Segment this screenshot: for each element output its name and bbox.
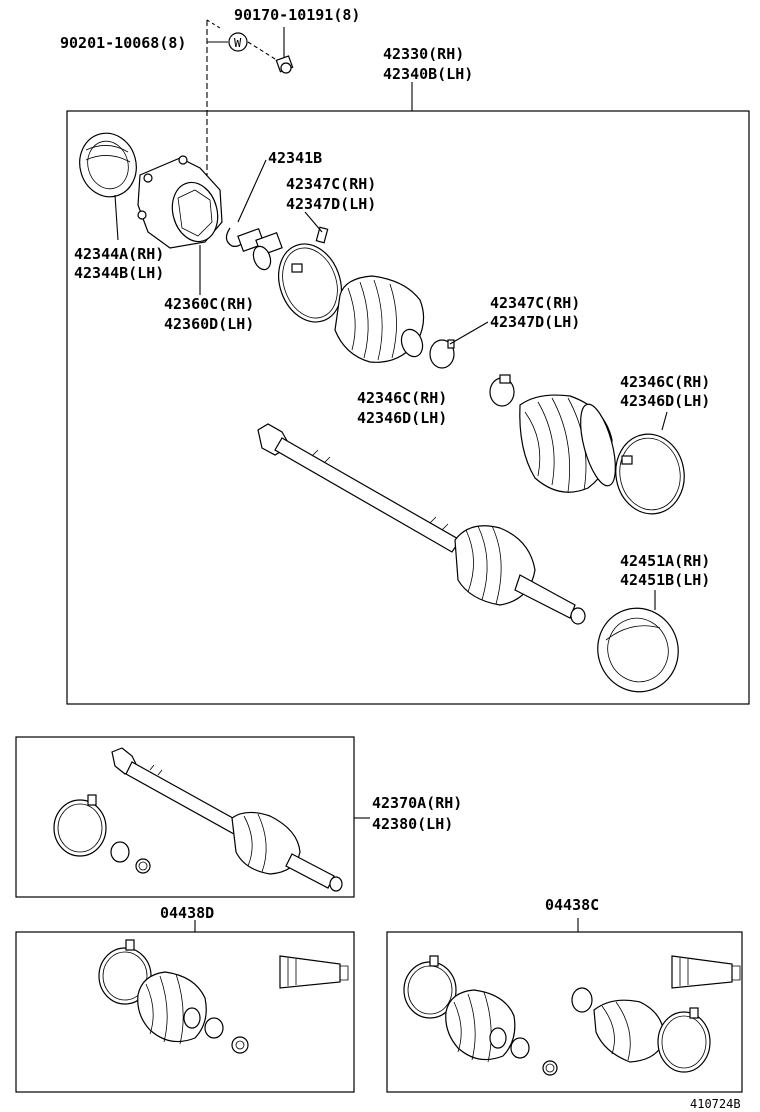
label-shaft-assy-rh: 42330(RH) [383, 45, 464, 63]
complete-assy-part [53, 747, 343, 892]
outer-boot-part [519, 394, 616, 493]
label-housing-rh: 42360C(RH) [164, 295, 254, 313]
outer-dust-cover-part [597, 607, 679, 693]
label-kit-c: 04438C [545, 896, 599, 914]
label-band-inner-rh: 42347C(RH) [286, 175, 376, 193]
label-housing-lh: 42360D(LH) [164, 315, 254, 333]
label-kit-d: 04438D [160, 904, 214, 922]
label-dust-cover-lh: 42344B(LH) [74, 264, 164, 282]
label-band-inner-lh: 42347D(LH) [286, 195, 376, 213]
kit-d-frame [15, 931, 355, 1093]
kit-d-parts [98, 939, 349, 1054]
label-complete-assy-rh: 42370A(RH) [372, 794, 462, 812]
outer-clamp-small-part [489, 374, 515, 407]
label-band-small-lh: 42347D(LH) [490, 313, 580, 331]
kit-c-parts [403, 955, 741, 1076]
tripod-joint-part [237, 227, 283, 271]
inner-band-large-part [278, 226, 342, 323]
inner-boot-part [334, 275, 425, 363]
kit-c-frame [386, 931, 743, 1093]
joint-housing-part [137, 155, 223, 249]
complete-assembly-frame [15, 736, 355, 898]
label-clamp-outer-small-lh: 42346D(LH) [357, 409, 447, 427]
main-assembly-frame [66, 110, 750, 705]
label-outer-cover-rh: 42451A(RH) [620, 552, 710, 570]
drive-shaft-part [257, 423, 586, 625]
label-band-small-rh: 42347C(RH) [490, 294, 580, 312]
washer-symbol: W [234, 36, 242, 50]
washer-symbol-circle [228, 32, 248, 52]
label-bolt: 90170-10191(8) [234, 6, 360, 24]
label-clamp-outer-big-rh: 42346C(RH) [620, 373, 710, 391]
outer-clamp-large-part [615, 433, 685, 515]
label-complete-assy-lh: 42380(LH) [372, 815, 453, 833]
label-clamp-outer-small-rh: 42346C(RH) [357, 389, 447, 407]
label-dust-cover-rh: 42344A(RH) [74, 245, 164, 263]
bolt-part [275, 55, 294, 74]
label-clamp-outer-big-lh: 42346D(LH) [620, 392, 710, 410]
label-washer: 90201-10068(8) [60, 34, 186, 52]
dust-cover-part [79, 132, 137, 198]
label-snap-ring: 42341B [268, 149, 322, 167]
label-shaft-assy-lh: 42340B(LH) [383, 65, 473, 83]
label-outer-cover-lh: 42451B(LH) [620, 571, 710, 589]
figure-id: 410724B [690, 1097, 741, 1111]
